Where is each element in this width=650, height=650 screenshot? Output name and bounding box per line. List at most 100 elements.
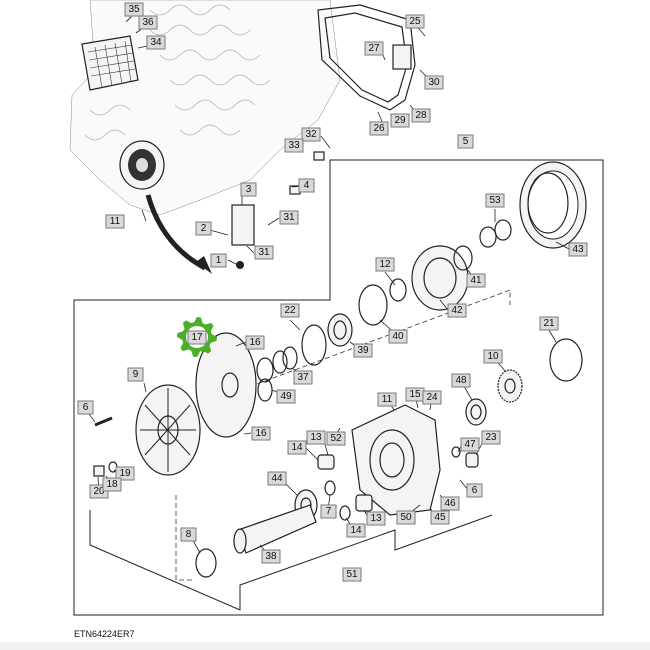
callout-text: 17 bbox=[191, 332, 203, 343]
callout-label-35: 35 bbox=[124, 2, 144, 17]
callout-label-50: 50 bbox=[396, 510, 416, 525]
callout-label-10: 10 bbox=[483, 349, 503, 364]
callout-text: 8 bbox=[186, 529, 192, 540]
callout-text: 26 bbox=[373, 123, 385, 134]
callout-label-17: 17 bbox=[187, 330, 207, 345]
seal-rings bbox=[256, 219, 583, 426]
callout-text: 6 bbox=[83, 402, 89, 413]
callout-label-18: 18 bbox=[102, 477, 122, 492]
callout-label-45: 45 bbox=[430, 510, 450, 525]
callout-label-14-lower: 14 bbox=[346, 523, 366, 538]
callout-text: 2 bbox=[201, 223, 207, 234]
callout-text: 46 bbox=[444, 498, 456, 509]
callout-label-47: 47 bbox=[460, 437, 480, 452]
callout-text: 37 bbox=[297, 372, 309, 383]
callout-text: 14 bbox=[350, 525, 362, 536]
callout-text: 11 bbox=[382, 394, 393, 405]
callout-text: 6 bbox=[472, 485, 478, 496]
callout-text: 18 bbox=[106, 479, 118, 490]
callout-label-41: 41 bbox=[466, 273, 486, 288]
callout-text: 24 bbox=[426, 392, 438, 403]
callout-text: 47 bbox=[464, 439, 476, 450]
callout-text: 34 bbox=[150, 37, 162, 48]
figure-code: ETN64224ER7 bbox=[74, 629, 135, 639]
callout-text: 19 bbox=[119, 468, 131, 479]
ring-gear-part bbox=[519, 161, 587, 249]
callout-label-24: 24 bbox=[422, 390, 442, 405]
callout-label-19: 19 bbox=[115, 466, 135, 481]
callout-text: 52 bbox=[330, 433, 342, 444]
callout-label-14-upper: 14 bbox=[287, 440, 307, 455]
bottom-bar bbox=[0, 642, 650, 650]
callout-text: 1 bbox=[216, 255, 222, 266]
callout-text: 29 bbox=[394, 115, 406, 126]
callout-text: 45 bbox=[434, 512, 446, 523]
callout-label-7: 7 bbox=[320, 504, 337, 519]
bearing-and-shaft-parts bbox=[195, 489, 318, 578]
callout-label-27: 27 bbox=[364, 41, 384, 56]
callout-label-51: 51 bbox=[342, 567, 362, 582]
callout-label-6-right: 6 bbox=[466, 483, 483, 498]
callout-text: 28 bbox=[415, 110, 427, 121]
callout-text: 31 bbox=[283, 212, 295, 223]
callout-text: 3 bbox=[246, 184, 252, 195]
callout-text: 13 bbox=[370, 513, 382, 524]
callout-label-31-upper: 31 bbox=[279, 210, 299, 225]
callout-label-29: 29 bbox=[390, 113, 410, 128]
callout-label-9: 9 bbox=[127, 367, 144, 382]
callout-text: 43 bbox=[572, 244, 584, 255]
callout-label-23: 23 bbox=[481, 430, 501, 445]
flywheel-plate-part bbox=[135, 384, 201, 476]
callout-label-32: 32 bbox=[301, 127, 321, 142]
callout-text: 32 bbox=[305, 129, 317, 140]
callout-text: 53 bbox=[489, 195, 501, 206]
callout-label-33: 33 bbox=[284, 138, 304, 153]
callout-label-48: 48 bbox=[451, 373, 471, 388]
direction-arrow bbox=[145, 194, 212, 274]
callout-text: 4 bbox=[304, 180, 310, 191]
callout-text: 5 bbox=[463, 136, 469, 147]
callout-label-30: 30 bbox=[424, 75, 444, 90]
callout-text: 20 bbox=[93, 486, 105, 497]
callout-label-8: 8 bbox=[180, 527, 197, 542]
fan-guard-part bbox=[81, 35, 139, 91]
callout-text: 36 bbox=[142, 17, 154, 28]
callout-label-53: 53 bbox=[485, 193, 505, 208]
callout-text: 16 bbox=[249, 337, 261, 348]
callout-text: 49 bbox=[280, 391, 292, 402]
callout-text: 30 bbox=[428, 77, 440, 88]
callout-label-26: 26 bbox=[369, 121, 389, 136]
callout-label-15: 15 bbox=[405, 387, 425, 402]
callout-label-16-upper: 16 bbox=[245, 335, 265, 350]
main-housing-part bbox=[351, 404, 441, 516]
callout-label-6-left: 6 bbox=[77, 400, 94, 415]
callout-text: 21 bbox=[543, 318, 555, 329]
callout-label-43: 43 bbox=[568, 242, 588, 257]
callout-text: 27 bbox=[368, 43, 380, 54]
callout-text: 41 bbox=[470, 275, 482, 286]
callout-text: 7 bbox=[326, 506, 332, 517]
callout-label-16-lower: 16 bbox=[251, 426, 271, 441]
callout-label-28: 28 bbox=[411, 108, 431, 123]
callout-text: 13 bbox=[310, 432, 322, 443]
callout-text: 15 bbox=[409, 389, 421, 400]
callout-label-4: 4 bbox=[298, 178, 315, 193]
callout-label-11-housing: 11 bbox=[377, 392, 397, 407]
callout-text: 23 bbox=[485, 432, 497, 443]
drive-gear-part bbox=[497, 369, 523, 403]
callout-label-42: 42 bbox=[447, 303, 467, 318]
callout-label-1: 1 bbox=[210, 253, 227, 268]
callout-text: 38 bbox=[265, 551, 277, 562]
assembly-frame bbox=[73, 159, 604, 616]
callout-label-37: 37 bbox=[293, 370, 313, 385]
callout-text: 31 bbox=[258, 247, 270, 258]
callout-label-25: 25 bbox=[405, 14, 425, 29]
callout-label-2: 2 bbox=[195, 221, 212, 236]
callout-label-21: 21 bbox=[539, 316, 559, 331]
callout-text: 40 bbox=[392, 331, 404, 342]
callout-text: 50 bbox=[400, 512, 412, 523]
callout-text: 14 bbox=[291, 442, 303, 453]
callout-label-40: 40 bbox=[388, 329, 408, 344]
cover-plate-part bbox=[317, 4, 416, 111]
